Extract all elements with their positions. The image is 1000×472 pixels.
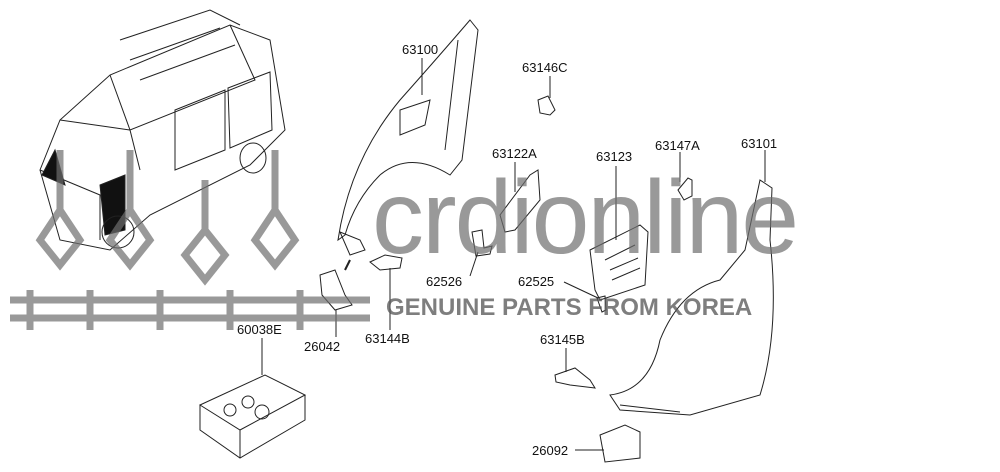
bracket-63146c (537, 95, 556, 116)
part-label-63145b[interactable]: 63145B (540, 332, 585, 347)
part-label-63123[interactable]: 63123 (596, 149, 633, 164)
part-label-26092[interactable]: 26092 (532, 443, 569, 458)
bracket-63123-ribs (604, 244, 641, 281)
bracket-63122a (499, 169, 541, 233)
bracket-63123 (589, 224, 649, 301)
leader-lines (261, 58, 766, 451)
part-label-63122a[interactable]: 63122A (492, 146, 537, 161)
bracket-63145b (554, 367, 596, 389)
van-illustration (39, 9, 286, 251)
part-label-63100[interactable]: 63100 (402, 42, 439, 57)
fender-right-63101 (609, 179, 774, 416)
watermark-logo (10, 150, 370, 330)
part-label-62525[interactable]: 62525 (518, 274, 555, 289)
part-label-63144b[interactable]: 63144B (365, 331, 410, 346)
part-label-60038e[interactable]: 60038E (237, 322, 282, 337)
bracket-62526 (471, 229, 493, 257)
clip-kit-box-60038e (198, 374, 307, 459)
part-label-62526[interactable]: 62526 (426, 274, 463, 289)
part-label-63147a[interactable]: 63147A (655, 138, 700, 153)
fender-left-63100 (337, 19, 479, 271)
part-label-26042[interactable]: 26042 (304, 339, 341, 354)
part-label-63146c[interactable]: 63146C (522, 60, 568, 75)
part-label-63101[interactable]: 63101 (741, 136, 778, 151)
bracket-26092 (599, 424, 641, 463)
bracket-26042 (319, 269, 353, 311)
bracket-63144b (369, 254, 403, 271)
bracket-62525 (596, 295, 607, 313)
bracket-63147a (677, 177, 693, 201)
watermark-brand: crdionline (372, 160, 799, 276)
watermark-tagline: GENUINE PARTS FROM KOREA (386, 294, 753, 321)
